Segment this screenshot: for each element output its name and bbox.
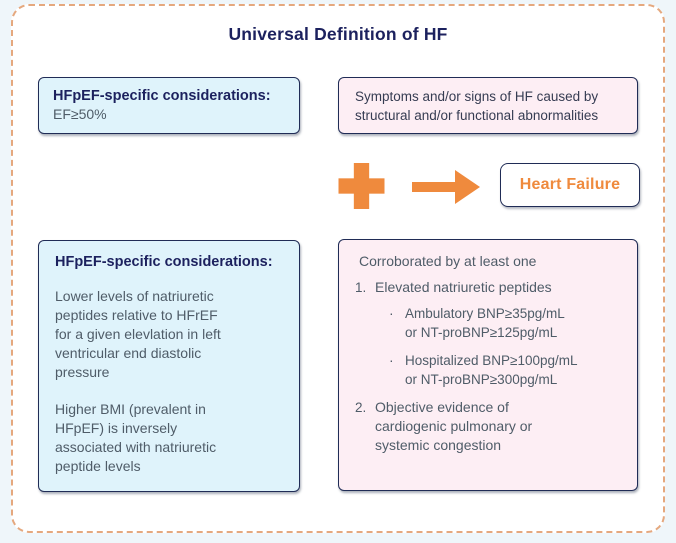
paragraph-2-line: associated with natriuretic (55, 439, 217, 455)
list-item: 2. Objective evidence of cardiogenic pul… (353, 398, 621, 455)
subitem-text: Hospitalized BNP≥100pg/mL or NT-proBNP≥3… (405, 351, 578, 389)
list-item-line: cardiogenic pulmonary or (375, 418, 533, 434)
hfpef-considerations-heading: HFpEF-specific considerations: (55, 254, 273, 270)
plus-icon (338, 163, 385, 209)
subitem-line: or NT-proBNP≥125pg/mL (405, 325, 558, 340)
hfpef-ef-box-heading: HFpEF-specific considerations: (53, 88, 271, 104)
hfpef-ef-box-body: EF≥50% (53, 106, 107, 122)
page-title: Universal Definition of HF (228, 24, 448, 44)
list-item: 1. Elevated natriuretic peptides (353, 278, 621, 297)
subitem-line: or NT-proBNP≥300pg/mL (405, 372, 558, 387)
symptoms-line-1: Symptoms and/or signs of HF caused by (355, 88, 599, 104)
subitem-line: Ambulatory BNP≥35pg/mL (405, 306, 565, 321)
paragraph-1-line: ventricular end diastolic (55, 345, 202, 361)
heart-failure-result-box: Heart Failure (500, 163, 640, 207)
symptoms-box: Symptoms and/or signs of HF caused by st… (338, 77, 638, 134)
hfpef-paragraph-1: Lower levels of natriuretic peptides rel… (55, 287, 283, 382)
heart-failure-label: Heart Failure (519, 176, 621, 193)
paragraph-2-line: peptide levels (55, 458, 141, 474)
paragraph-1-line: peptides relative to HFrEF (55, 307, 218, 323)
list-item-line: Objective evidence of (375, 399, 509, 415)
bullet-icon: · (389, 305, 394, 321)
paragraph-1-line: pressure (55, 364, 110, 380)
symptoms-line-2: structural and/or functional abnormaliti… (355, 107, 599, 123)
list-subitem: · Hospitalized BNP≥100pg/mL or NT-proBNP… (389, 351, 621, 389)
paragraph-1-line: Lower levels of natriuretic (55, 288, 214, 304)
bullet-icon: · (389, 352, 394, 368)
paragraph-1-line: for a given elevlation in left (55, 326, 221, 342)
paragraph-2-line: Higher BMI (prevalent in (55, 401, 206, 417)
list-item-number: 1. (355, 280, 367, 295)
corroboration-box: Corroborated by at least one 1. Elevated… (338, 239, 638, 491)
list-item-number: 2. (355, 400, 367, 415)
list-item-line: systemic congestion (375, 437, 502, 453)
list-item-text: Elevated natriuretic peptides (375, 279, 552, 295)
hfpef-considerations-box: HFpEF-specific considerations: Lower lev… (38, 240, 300, 492)
hfpef-ef-box: HFpEF-specific considerations: EF≥50% (38, 77, 300, 134)
list-subitem: · Ambulatory BNP≥35pg/mL or NT-proBNP≥12… (389, 304, 621, 342)
arrow-right-icon (412, 170, 480, 204)
subitem-line: Hospitalized BNP≥100pg/mL (405, 353, 578, 368)
hfpef-paragraph-2: Higher BMI (prevalent in HFpEF) is inver… (55, 400, 283, 476)
subitem-text: Ambulatory BNP≥35pg/mL or NT-proBNP≥125p… (405, 304, 565, 342)
list-item-text: Objective evidence of cardiogenic pulmon… (375, 398, 532, 455)
corroboration-intro: Corroborated by at least one (359, 253, 537, 269)
paragraph-2-line: HFpEF) is inversely (55, 420, 178, 436)
